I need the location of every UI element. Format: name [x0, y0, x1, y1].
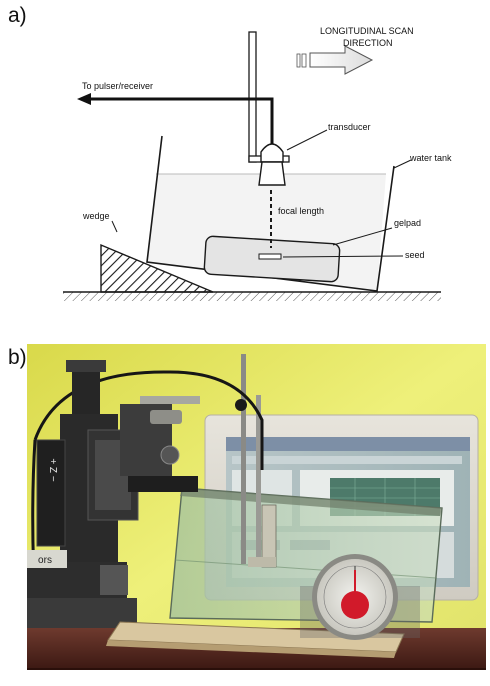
gelpad-label: gelpad [394, 218, 421, 228]
schematic-diagram: LONGITUDINAL SCAN DIRECTION To pulser/re… [63, 26, 452, 301]
panel-a-label: a) [8, 4, 27, 27]
wedge [100, 243, 214, 293]
photo-cable [33, 370, 264, 470]
photo-base-board [106, 621, 405, 658]
panel-b-label: b) [8, 346, 27, 369]
stage-axis-label: + Z − [47, 458, 58, 482]
leader-lines [111, 129, 412, 258]
scan-direction-label-line2: DIRECTION [343, 38, 393, 48]
pulser-cable [77, 93, 274, 144]
scan-direction-arrow [296, 45, 374, 75]
water-tank-label: water tank [409, 153, 452, 163]
focal-length-label: focal length [278, 206, 324, 216]
seed-label: seed [405, 250, 425, 260]
photo-transducer-rod [235, 354, 277, 568]
wedge-label: wedge [82, 211, 110, 221]
seed [258, 253, 282, 260]
pulser-receiver-label: To pulser/receiver [82, 81, 153, 91]
positioning-stage: + Z − ors [27, 360, 200, 630]
scan-direction-label-line1: LONGITUDINAL SCAN [320, 26, 414, 36]
transducer [258, 143, 286, 186]
angle-gauge [300, 554, 420, 640]
stage-badge-text: ors [38, 555, 52, 566]
transducer-label: transducer [328, 122, 371, 132]
